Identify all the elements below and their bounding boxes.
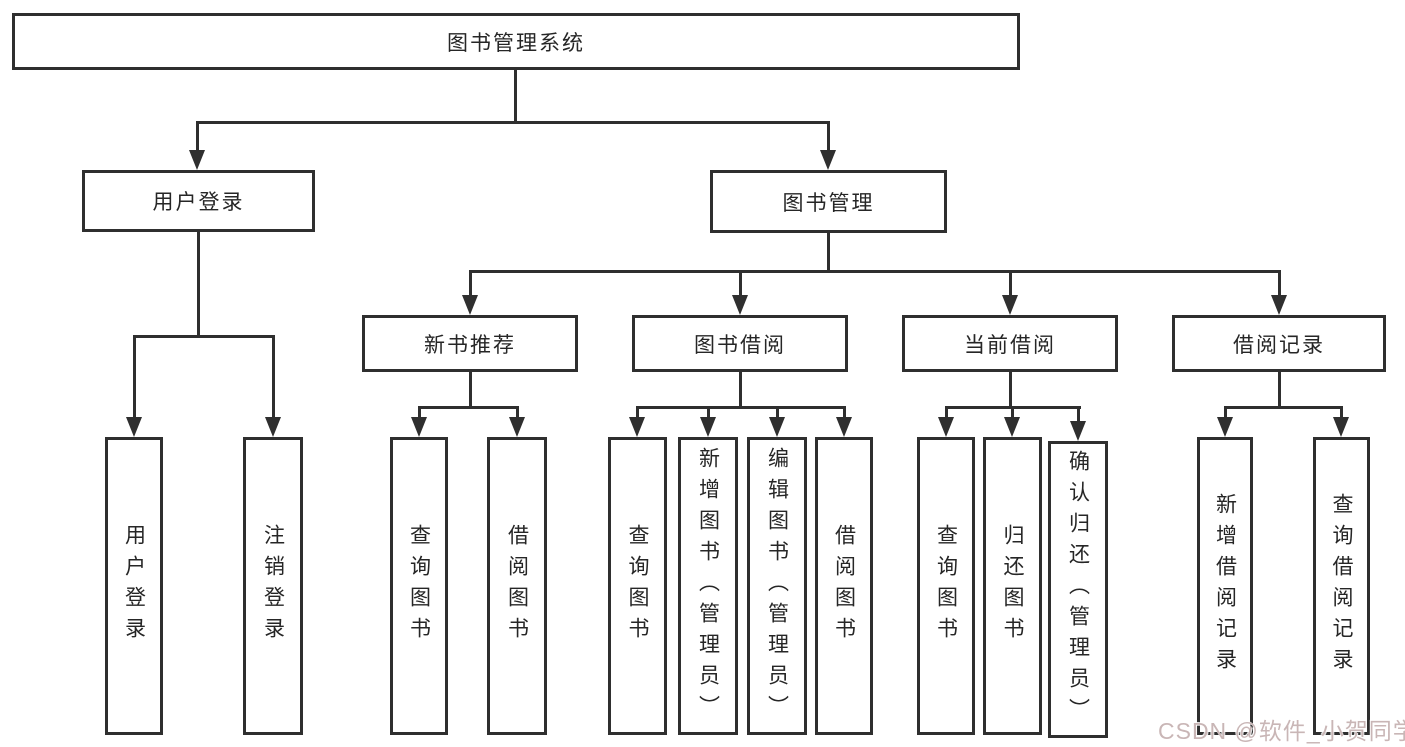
arrowhead-bb-edit-icon [769, 417, 785, 437]
node-user-login: 用户登录 [82, 170, 315, 232]
connector-drop-cb-query [945, 406, 948, 421]
arrowhead-br-add-icon [1217, 417, 1233, 437]
arrowhead-user-login-icon [189, 150, 205, 170]
connector-newbook-stem [469, 372, 472, 409]
leaf-cb-query-books: 查询图书 [917, 437, 975, 735]
connector-drop-leaf-logout [272, 335, 275, 421]
arrowhead-cb-query-icon [938, 417, 954, 437]
node-user-login-label: 用户登录 [152, 191, 245, 214]
connector-drop-current-borrowing [1009, 270, 1012, 299]
leaf-bb-edit-books-admin-label: 编辑图书（管理员） [765, 446, 789, 726]
connector-userlogin-stem [197, 232, 200, 338]
arrowhead-br-query-icon [1333, 417, 1349, 437]
leaf-nb-borrow-books: 借阅图书 [487, 437, 547, 735]
connector-drop-bb-borrow [843, 406, 846, 421]
arrowhead-bb-add-icon [700, 417, 716, 437]
leaf-cb-return-books: 归还图书 [983, 437, 1042, 735]
connector-bookmgmt-hline [469, 270, 1281, 273]
connector-currentborrow-stem [1009, 372, 1012, 409]
arrowhead-book-management-icon [820, 150, 836, 170]
node-library-system: 图书管理系统 [12, 13, 1020, 70]
leaf-bb-edit-books-admin: 编辑图书（管理员） [747, 437, 807, 735]
connector-drop-bb-edit [776, 406, 779, 421]
connector-drop-br-query [1340, 406, 1343, 421]
node-book-borrowing-label: 图书借阅 [694, 333, 786, 357]
arrowhead-nb-borrow-icon [509, 417, 525, 437]
leaf-br-add-record-label: 新增借阅记录 [1213, 493, 1237, 679]
leaf-bb-borrow-books: 借阅图书 [815, 437, 873, 735]
node-new-book-recommend-label: 新书推荐 [424, 333, 516, 357]
leaf-cb-confirm-return-admin: 确认归还（管理员） [1048, 441, 1108, 738]
arrowhead-bb-query-icon [629, 417, 645, 437]
leaf-cb-confirm-return-admin-label: 确认归还（管理员） [1066, 450, 1090, 729]
connector-drop-book-borrowing [739, 270, 742, 299]
leaf-nb-query-books: 查询图书 [390, 437, 448, 735]
node-book-management-label: 图书管理 [782, 191, 875, 215]
leaf-user-login-label: 用户登录 [122, 524, 146, 648]
connector-bookborrow-hline [636, 406, 846, 409]
arrowhead-cb-return-icon [1004, 417, 1020, 437]
arrowhead-new-book-icon [462, 295, 478, 315]
leaf-bb-add-books-admin-label: 新增图书（管理员） [696, 446, 720, 726]
leaf-cb-query-books-label: 查询图书 [934, 524, 958, 648]
leaf-nb-query-books-label: 查询图书 [407, 524, 431, 648]
connector-records-stem [1278, 372, 1281, 409]
node-current-borrowing-label: 当前借阅 [964, 333, 1056, 357]
connector-drop-nb-query [418, 406, 421, 421]
leaf-bb-query-books: 查询图书 [608, 437, 667, 735]
arrowhead-nb-query-icon [411, 417, 427, 437]
connector-drop-nb-borrow [516, 406, 519, 421]
connector-drop-cb-return [1011, 406, 1014, 421]
node-borrowing-records: 借阅记录 [1172, 315, 1386, 372]
connector-drop-leaf-user-login [133, 335, 136, 421]
node-borrowing-records-label: 借阅记录 [1233, 333, 1325, 357]
connector-drop-bb-query [636, 406, 639, 421]
arrowhead-bb-borrow-icon [836, 417, 852, 437]
leaf-bb-query-books-label: 查询图书 [626, 524, 649, 648]
leaf-nb-borrow-books-label: 借阅图书 [505, 524, 529, 648]
leaf-br-query-record-label: 查询借阅记录 [1330, 493, 1353, 679]
connector-bookborrow-stem [739, 372, 742, 409]
connector-drop-br-add [1224, 406, 1227, 421]
connector-drop-borrowing-records [1278, 270, 1281, 299]
csdn-watermark: CSDN @软件_小贺同学 [1158, 718, 1405, 744]
connector-root-stem [514, 70, 517, 123]
connector-drop-new-book [469, 270, 472, 299]
arrowhead-leaf-user-login-icon [126, 417, 142, 437]
leaf-cb-return-books-label: 归还图书 [1001, 524, 1024, 648]
node-new-book-recommend: 新书推荐 [362, 315, 578, 372]
leaf-bb-borrow-books-label: 借阅图书 [832, 524, 856, 648]
connector-drop-book-management [827, 121, 830, 154]
arrowhead-current-borrowing-icon [1002, 295, 1018, 315]
leaf-logout-label: 注销登录 [261, 524, 285, 648]
node-book-management: 图书管理 [710, 170, 947, 233]
leaf-br-query-record: 查询借阅记录 [1313, 437, 1370, 735]
arrowhead-cb-confirm-icon [1070, 421, 1086, 441]
connector-drop-cb-confirm [1077, 406, 1080, 425]
connector-records-hline [1224, 406, 1343, 409]
leaf-br-add-record: 新增借阅记录 [1197, 437, 1253, 735]
connector-drop-user-login [196, 121, 199, 154]
connector-root-hline [196, 121, 830, 124]
connector-bookmgmt-stem [827, 233, 830, 273]
leaf-bb-add-books-admin: 新增图书（管理员） [678, 437, 738, 735]
connector-drop-bb-add [707, 406, 710, 421]
node-book-borrowing: 图书借阅 [632, 315, 848, 372]
node-library-system-label: 图书管理系统 [447, 31, 585, 55]
arrowhead-book-borrowing-icon [732, 295, 748, 315]
node-current-borrowing: 当前借阅 [902, 315, 1118, 372]
leaf-user-login: 用户登录 [105, 437, 163, 735]
connector-newbook-hline [418, 406, 519, 409]
leaf-logout: 注销登录 [243, 437, 303, 735]
arrowhead-borrowing-records-icon [1271, 295, 1287, 315]
arrowhead-leaf-logout-icon [265, 417, 281, 437]
connector-userlogin-hline [133, 335, 275, 338]
